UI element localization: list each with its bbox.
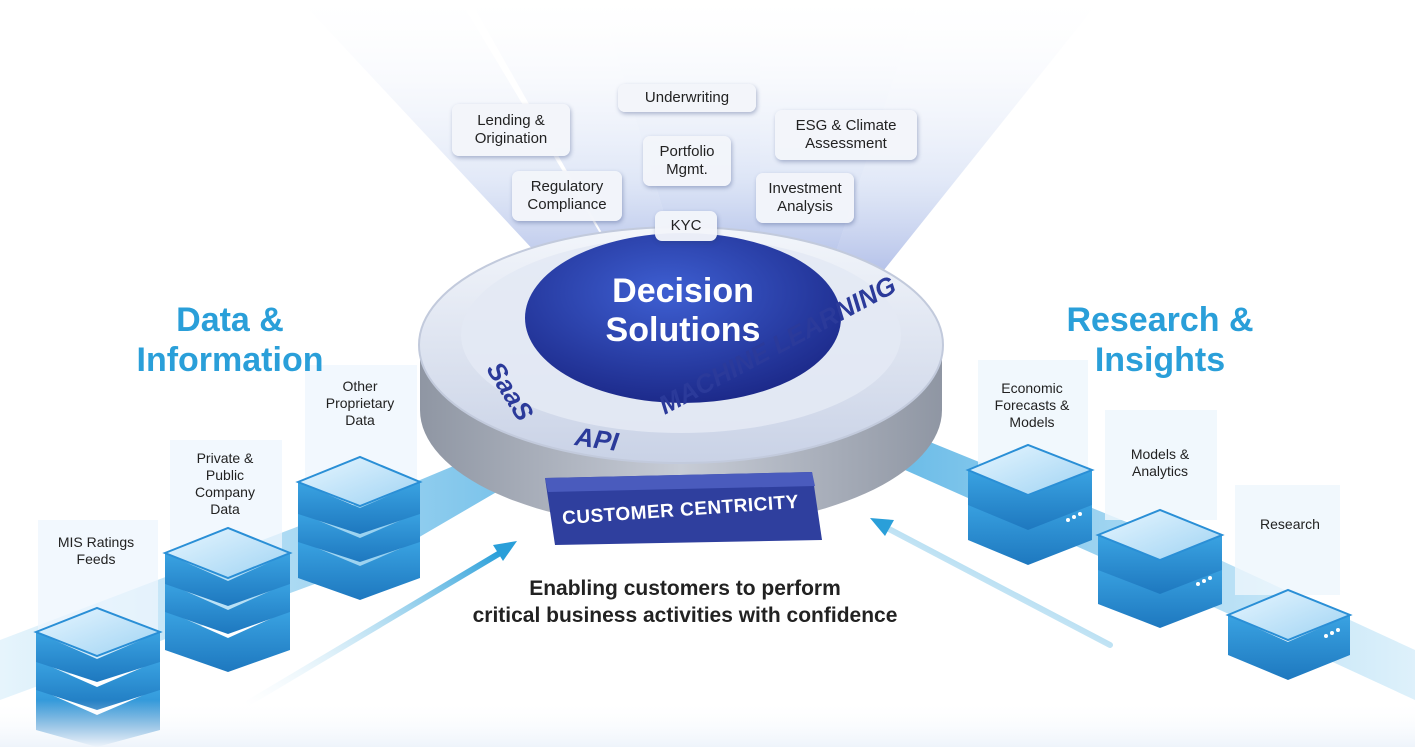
center-title-line1: Decision bbox=[612, 272, 754, 310]
right-arrow bbox=[870, 518, 1113, 648]
left-arrow bbox=[242, 541, 517, 708]
center-title-line2: Solutions bbox=[605, 311, 761, 349]
pill-portfolio-mgmt: Portfolio Mgmt. bbox=[643, 136, 731, 186]
tower-research bbox=[1225, 588, 1353, 680]
tower-label-research: Research bbox=[1260, 516, 1320, 532]
bottom-haze bbox=[0, 700, 1415, 747]
tower-label-company-data: Private & Public Company Data bbox=[195, 450, 255, 517]
ring-word-api: API bbox=[573, 421, 621, 457]
pill-kyc: KYC bbox=[655, 211, 717, 241]
tagline: Enabling customers to perform critical b… bbox=[430, 575, 940, 629]
tagline-line1: Enabling customers to perform bbox=[529, 577, 841, 600]
pill-esg-climate: ESG & Climate Assessment bbox=[775, 110, 917, 160]
tower-label-mis-ratings: MIS Ratings Feeds bbox=[57, 534, 135, 567]
tagline-line2: critical business activities with confid… bbox=[472, 604, 898, 627]
right-section-title-line1: Research & bbox=[1066, 301, 1254, 339]
left-section-title-line2: Information bbox=[136, 341, 324, 379]
tower-proprietary-data bbox=[295, 455, 423, 600]
pill-regulatory-compliance: Regulatory Compliance bbox=[512, 171, 622, 221]
tower-label-economic-forecasts: Economic Forecasts & Models bbox=[994, 380, 1070, 430]
pill-lending-origination: Lending & Origination bbox=[452, 104, 570, 156]
left-section-title: Data & Information bbox=[110, 300, 350, 380]
pill-investment-analysis: Investment Analysis bbox=[756, 173, 854, 223]
left-section-title-line1: Data & bbox=[176, 301, 284, 339]
right-section-title: Research & Insights bbox=[1040, 300, 1280, 380]
decision-core bbox=[525, 233, 841, 403]
tower-economic-forecasts bbox=[965, 443, 1095, 565]
center-title: Decision Solutions bbox=[563, 272, 803, 350]
tower-label-proprietary-data: Other Proprietary Data bbox=[325, 378, 395, 428]
tower-models-analytics bbox=[1095, 508, 1225, 628]
tower-label-models-analytics: Models & Analytics bbox=[1130, 446, 1190, 479]
pill-underwriting: Underwriting bbox=[618, 84, 756, 112]
tower-company-data bbox=[162, 526, 293, 672]
right-section-title-line2: Insights bbox=[1094, 341, 1226, 379]
